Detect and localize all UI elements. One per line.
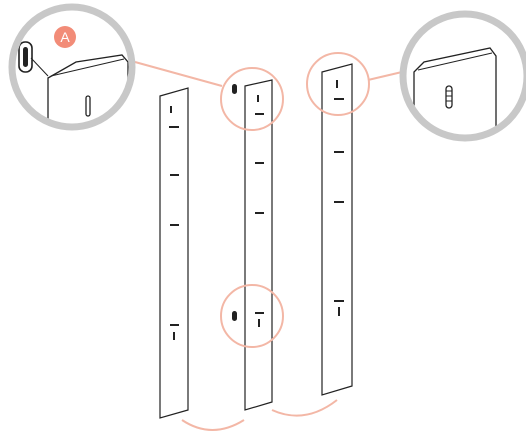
panel-left <box>159 87 189 419</box>
zoom-bubble-a <box>8 3 136 131</box>
detail-b-highlight <box>220 284 284 348</box>
panel-right <box>321 63 353 396</box>
callout-badge-label: A <box>60 29 70 45</box>
bottom-arc-left <box>181 419 245 431</box>
zoom-bubble-b <box>399 10 526 142</box>
connector-line-b <box>367 71 403 81</box>
detail-right-highlight <box>306 52 370 116</box>
detail-a-highlight <box>220 67 284 131</box>
bottom-arc-right <box>271 399 338 417</box>
connector-line-a <box>134 61 223 87</box>
callout-badge-a: A <box>54 26 76 48</box>
panel-middle <box>232 79 273 411</box>
